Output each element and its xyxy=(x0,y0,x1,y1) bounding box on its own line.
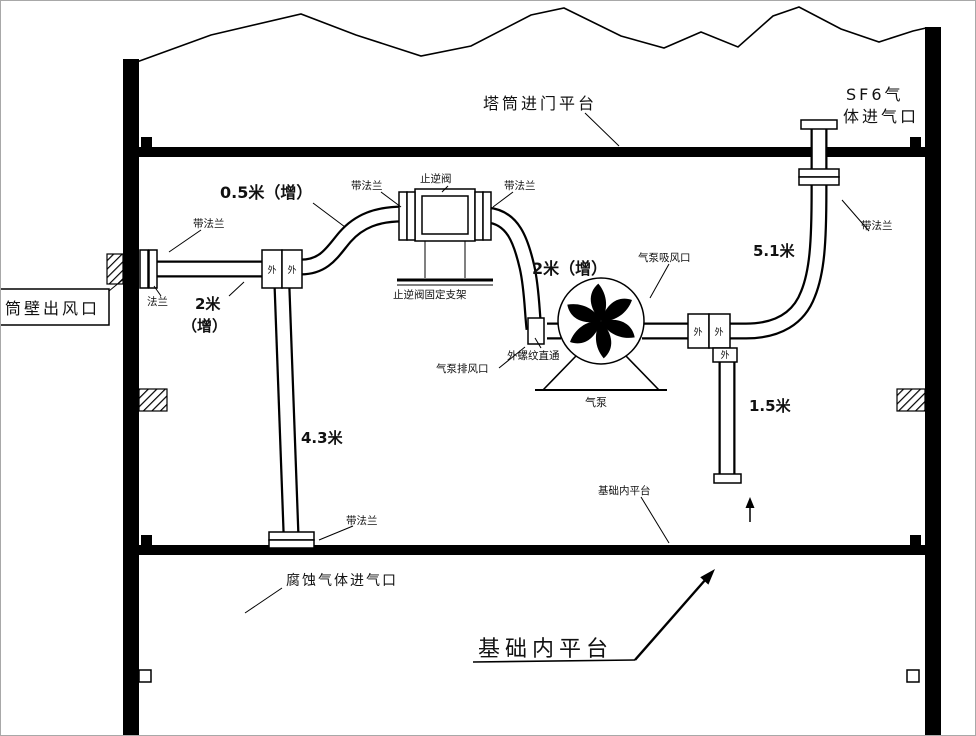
label-sf6-inlet-line1: SF6气 xyxy=(846,85,904,104)
flange-plate xyxy=(482,191,492,241)
flange-plate xyxy=(398,191,408,241)
flange-plate xyxy=(268,539,315,549)
flange-label-1: 带法兰 xyxy=(193,217,225,230)
pipe-end-cap xyxy=(713,473,742,484)
label-pump-exhaust: 气泵排风口 xyxy=(436,362,489,375)
label-pump-suction: 气泵吸风口 xyxy=(638,251,691,264)
pipe-valve-to-pump xyxy=(487,215,534,329)
wall-outlet-callout-box xyxy=(1,288,110,326)
wall-anchor-left xyxy=(138,669,152,683)
flange-label-2: 带法兰 xyxy=(351,179,383,192)
air-pump xyxy=(535,277,667,391)
flow-arrow-up-icon xyxy=(745,497,755,522)
flange-plate xyxy=(148,249,158,289)
right-wall xyxy=(925,27,941,735)
pipe-drop-left xyxy=(282,287,291,534)
label-check-valve-bracket: 止逆阀固定支架 xyxy=(393,288,467,301)
leader-lines xyxy=(108,112,870,614)
label-thread-union: 外螺纹直通 xyxy=(507,349,560,362)
top-platform-bar xyxy=(139,147,925,157)
dim-2m-line1: 2米 xyxy=(195,295,221,313)
flange-label-5: 带法兰 xyxy=(346,514,378,527)
dim-2m-line2: （增） xyxy=(182,317,227,335)
flange-plate xyxy=(798,176,840,186)
dim-5-1m: 5.1米 xyxy=(753,242,796,260)
dim-4-3m: 4.3米 xyxy=(301,429,344,447)
label-pump: 气泵 xyxy=(585,395,607,409)
label-corrosive-inlet: 腐蚀气体进气口 xyxy=(286,572,398,589)
flange-plate xyxy=(406,191,416,241)
dim-1-5m: 1.5米 xyxy=(749,397,792,415)
pipe-riser-to-valve xyxy=(301,214,403,267)
pipe-riser-to-sf6 xyxy=(727,191,819,331)
platform-pad xyxy=(910,137,921,147)
label-foundation-platform-large: 基础内平台 xyxy=(478,637,613,662)
thread-union-fitting xyxy=(527,317,545,345)
union-outer-mark: 外 xyxy=(714,326,723,338)
label-foundation-platform-small: 基础内平台 xyxy=(598,484,651,497)
flange-label-4: 带法兰 xyxy=(861,219,893,232)
break-line xyxy=(133,6,927,64)
label-wall-outlet: 筒壁出风口 xyxy=(5,299,100,318)
platform-pad xyxy=(910,535,921,545)
wall-bracket-right xyxy=(896,388,926,412)
wall-outlet-stub xyxy=(106,253,124,285)
dim-0-5m: 0.5米（增） xyxy=(220,183,312,202)
left-wall xyxy=(123,59,139,735)
flange-plate xyxy=(139,249,149,289)
union-outer-mark: 外 xyxy=(287,264,296,276)
union-outer-mark: 外 xyxy=(267,264,276,276)
check-valve xyxy=(397,188,493,286)
platform-pad xyxy=(141,137,152,147)
flange-plate xyxy=(800,119,838,130)
union-outer-mark: 外 xyxy=(720,349,729,361)
pipe-union-box xyxy=(712,347,738,363)
foundation-platform-bar xyxy=(139,545,925,555)
wall-bracket-left xyxy=(138,388,168,412)
label-top-platform: 塔筒进门平台 xyxy=(483,94,597,113)
union-outer-mark: 外 xyxy=(693,326,702,338)
flange-plate xyxy=(798,168,840,178)
flange-label-3: 带法兰 xyxy=(504,179,536,192)
label-flange: 法兰 xyxy=(147,295,168,308)
label-sf6-inlet-line2: 体进气口 xyxy=(843,107,919,126)
label-check-valve: 止逆阀 xyxy=(420,172,452,185)
flange-plate xyxy=(268,531,315,541)
wall-anchor-right xyxy=(906,669,920,683)
pipe-union-box xyxy=(281,249,303,289)
flange-plate xyxy=(474,191,484,241)
foundation-annotation-arrow xyxy=(472,569,715,663)
platform-pad xyxy=(141,535,152,545)
dim-2m-zeng: 2米（增） xyxy=(532,259,607,278)
